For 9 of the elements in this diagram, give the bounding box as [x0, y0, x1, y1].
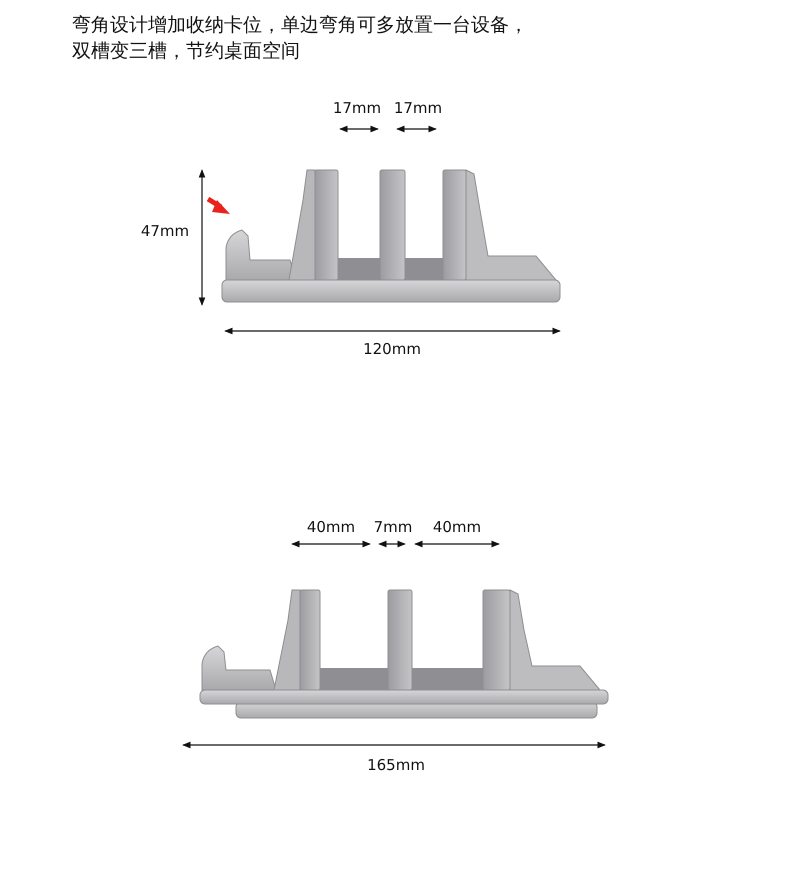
dimension-label: 47mm	[140, 222, 190, 240]
dimension-label: 40mm	[306, 518, 356, 536]
dimension-label: 165mm	[367, 756, 425, 774]
dimension-label: 17mm	[332, 99, 382, 117]
dimension-label: 17mm	[394, 99, 442, 117]
dimension-label: 120mm	[363, 340, 421, 358]
dimension-label: 40mm	[432, 518, 482, 536]
description-text: 弯角设计增加收纳卡位，单边弯角可多放置一台设备，双槽变三槽，节约桌面空间	[72, 13, 529, 64]
dimension-label: 7mm	[374, 518, 412, 536]
